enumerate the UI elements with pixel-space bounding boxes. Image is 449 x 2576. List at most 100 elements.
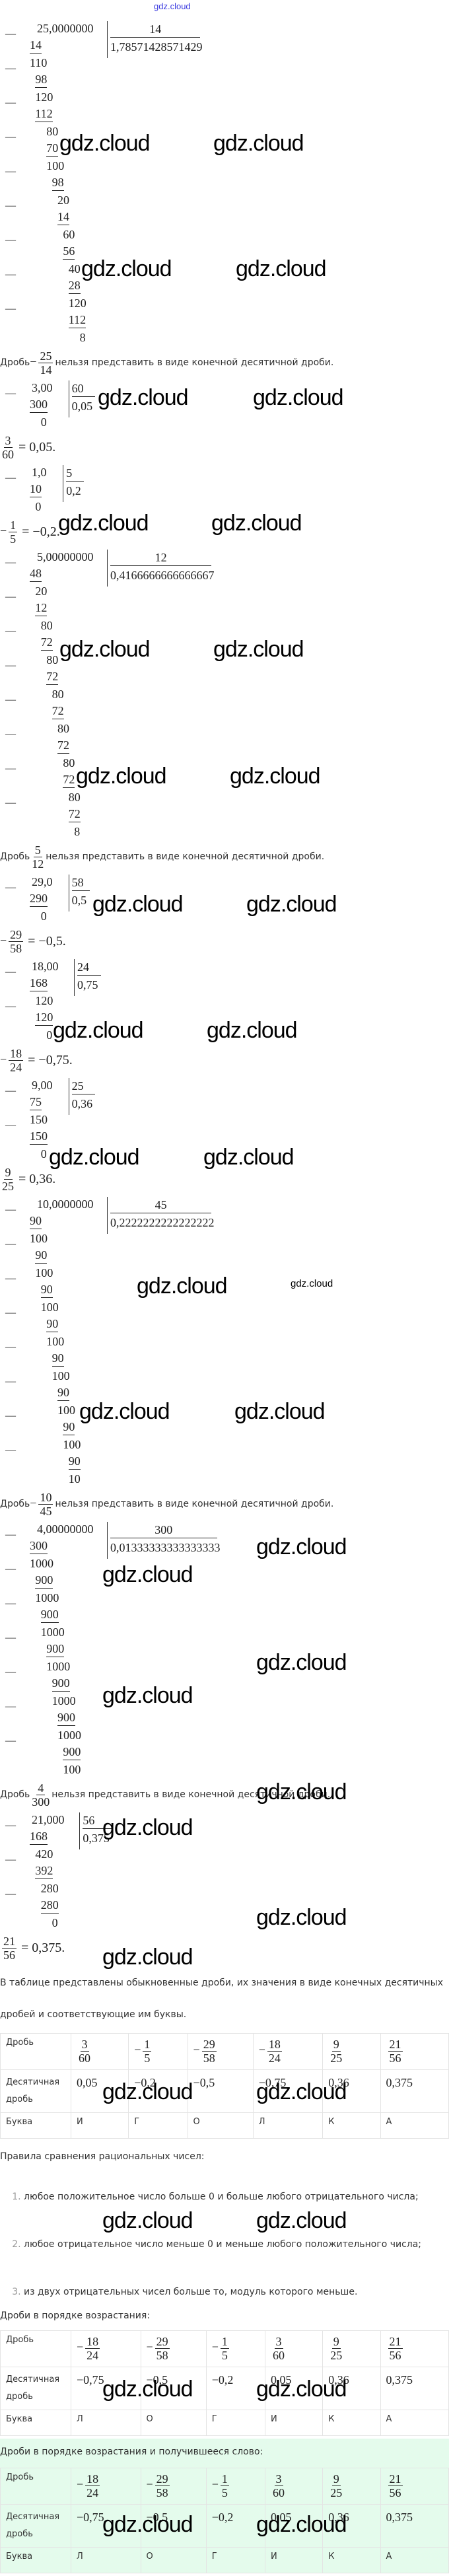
numerator: 21 [388, 2472, 403, 2486]
numerator: 3 [274, 2472, 283, 2486]
minus-sign: — [5, 1598, 16, 1609]
denominator: 24 [86, 2349, 99, 2362]
subtrahend: 90 [57, 1384, 69, 1401]
subtrahend: 56 [63, 243, 75, 260]
watermark: gdz.cloud [256, 2377, 347, 2402]
denominator: 14 [40, 363, 52, 376]
denominator: 25 [330, 2052, 343, 2065]
quotient: 0,75 [77, 978, 98, 991]
subtrahend: 900 [57, 1709, 75, 1726]
denominator: 5 [10, 532, 17, 546]
watermark: gdz.cloud [246, 892, 337, 917]
watermark: gdz.cloud [137, 1273, 228, 1299]
numerator: 21 [388, 2335, 403, 2349]
numerator: 9 [331, 2335, 341, 2349]
intro-text: В таблице представлены обыкновенные дроб… [0, 1978, 444, 2020]
quotient: 0,5 [71, 894, 87, 907]
watermark: gdz.cloud [102, 2208, 193, 2233]
remainder: 100 [40, 1301, 59, 1314]
fraction-sign: − [146, 2478, 153, 2491]
division-bar [107, 1522, 108, 1559]
answer-title: Дроби в порядке возрастания и получившее… [0, 2447, 263, 2457]
decimal-cell: 0,05 [265, 2504, 324, 2548]
subtrahend: 900 [46, 1641, 65, 1657]
minus-sign: — [5, 1735, 16, 1746]
remainder: 80 [46, 653, 59, 666]
remainder: 150 [30, 1113, 48, 1126]
watermark: gdz.cloud [253, 385, 344, 410]
minus-sign: — [5, 1238, 16, 1250]
numerator: 4 [36, 1781, 46, 1795]
numerator: 9 [331, 2038, 341, 2052]
subtrahend: 90 [30, 1213, 42, 1229]
fraction-sign: − [77, 2340, 84, 2353]
subtrahend: 120 [35, 1009, 53, 1026]
statement-text: нельзя представить в виде конечной десят… [46, 851, 325, 862]
subtrahend: 112 [35, 106, 53, 122]
subtrahend: 90 [63, 1419, 75, 1435]
decimal-value: = 0,36. [18, 1171, 56, 1186]
divisor: 12 [110, 550, 212, 566]
minus-sign: — [5, 303, 16, 314]
decimal-value: −0,2 [211, 2373, 234, 2386]
letter-cell: Г [128, 2112, 188, 2139]
fraction-sign: − [211, 2478, 219, 2491]
remainder: 100 [52, 1369, 70, 1382]
decimal-value: 0,375 [386, 2511, 413, 2524]
denominator: 56 [3, 1948, 15, 1962]
ascending-title: Дроби в порядке возрастания: [0, 2310, 151, 2321]
row-label: Десятичная дробь [0, 2504, 71, 2548]
watermark: gdz.cloud [234, 1399, 326, 1424]
denominator: 24 [86, 2486, 99, 2499]
minus-sign: — [5, 1342, 16, 1353]
letter-cell: И [265, 2547, 324, 2573]
divisor: 25 [71, 1078, 96, 1094]
remainder: 0 [40, 1147, 47, 1161]
quotient: 0,36 [71, 1097, 93, 1110]
decimal-cell: −0,75 [71, 2367, 141, 2410]
fraction-sign: − [134, 2043, 141, 2056]
watermark: gdz.cloud [236, 256, 327, 281]
decimal-cell: −0,2 [205, 2367, 266, 2410]
letter-cell: А [380, 2547, 449, 2573]
subtrahend: 168 [30, 1828, 48, 1845]
subtrahend: 90 [35, 1247, 48, 1264]
divisor: 14 [110, 21, 201, 38]
minus-sign: — [5, 388, 16, 399]
statement-prefix: Дробь [0, 357, 30, 368]
subtrahend: 900 [40, 1606, 59, 1623]
dividend: 1,0 [32, 466, 47, 479]
row-label: Дробь [0, 2330, 71, 2367]
numerator: 18 [9, 1046, 24, 1061]
fraction-sign: − [77, 2478, 84, 2491]
remainder: 20 [57, 194, 69, 207]
remainder: 1000 [52, 1694, 76, 1707]
remainder: 0 [52, 1916, 58, 1929]
decimal-value: = 0,05. [18, 439, 56, 454]
numerator: 1 [9, 518, 18, 532]
row-label: Десятичная дробь [0, 2367, 71, 2410]
